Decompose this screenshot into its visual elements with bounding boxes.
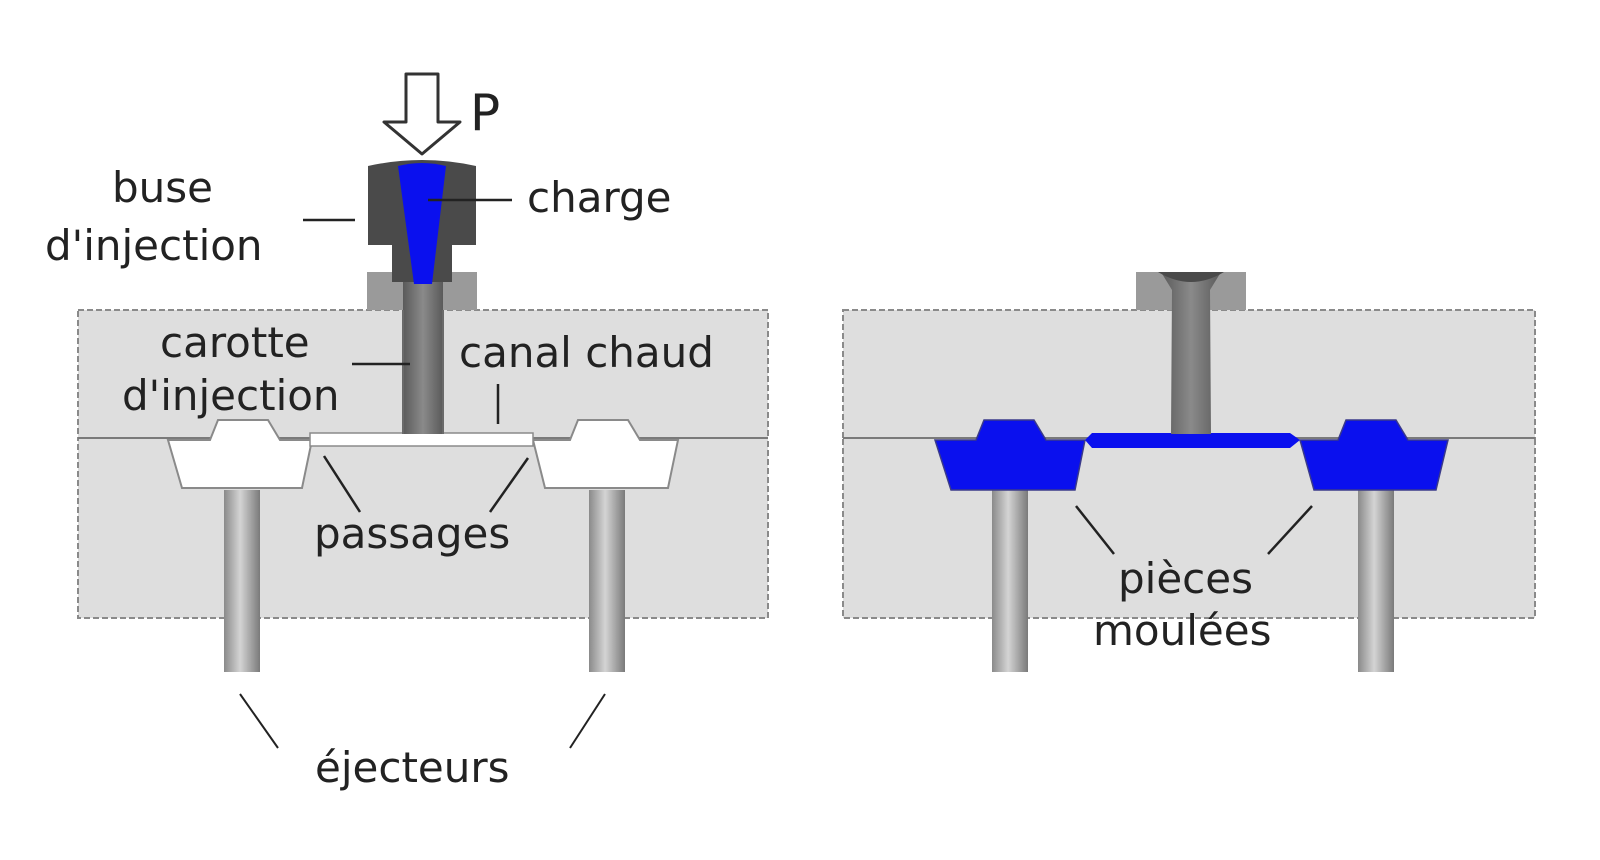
nozzle-label-line1: buse	[112, 163, 213, 212]
molded-part-left	[933, 419, 1086, 491]
parts-label-line2: moulées	[1093, 606, 1271, 655]
sprue-channel	[1161, 272, 1221, 434]
runners-label: passages	[314, 509, 510, 558]
mold-after-injection: pièces moulées	[842, 272, 1536, 672]
parts-label-line1: pièces	[1118, 554, 1253, 603]
leader-parts-right	[1267, 505, 1313, 555]
sprue-label-line1: carotte	[160, 318, 310, 367]
filled-runner	[1085, 433, 1300, 448]
leader-parts-left	[1075, 505, 1115, 555]
ejector-pin-right	[589, 490, 625, 672]
leader-ejector-right	[569, 693, 606, 749]
leader-runners-right	[488, 457, 530, 513]
charge-label: charge	[527, 173, 671, 222]
sprue-label-line2: d'injection	[122, 371, 340, 420]
molded-part-right	[1299, 419, 1449, 491]
leader-ejector-left	[239, 693, 279, 749]
pressure-label: P	[470, 84, 500, 142]
mold-before-injection: P buse d'injection charge carotte d'inje…	[45, 72, 769, 792]
hot-runner-label: canal chaud	[459, 328, 714, 377]
pressure-arrow-icon	[382, 72, 462, 156]
ejectors-label: éjecteurs	[315, 743, 510, 792]
leader-runners-left	[322, 455, 362, 513]
plastic-charge	[398, 163, 446, 284]
sprue-channel	[403, 272, 443, 434]
nozzle-label-line2: d'injection	[45, 221, 263, 270]
runner-channel	[309, 432, 534, 447]
ejector-pin-right	[1358, 490, 1394, 672]
ejector-pin-left	[224, 490, 260, 672]
cavity-left	[166, 419, 314, 489]
ejector-pin-left	[992, 490, 1028, 672]
sprue-top-cap	[1158, 272, 1224, 282]
cavity-right	[531, 419, 680, 489]
